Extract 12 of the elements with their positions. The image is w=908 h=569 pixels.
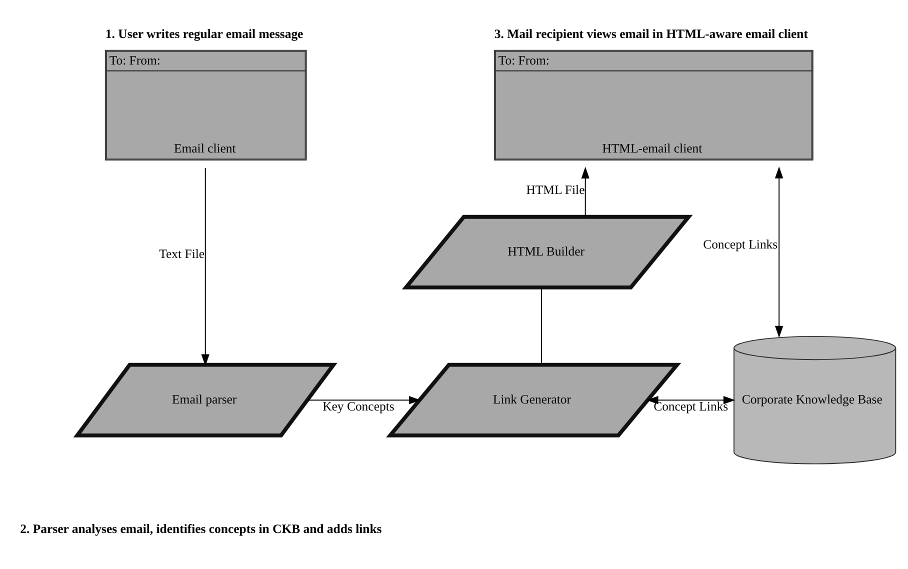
label: 2. Parser analyses email, identifies concepts in CKB and adds links — [20, 522, 382, 536]
edge-label: Concept Links — [703, 238, 778, 252]
arrow — [774, 166, 784, 338]
node-label: 1. User writes regular email message — [105, 26, 304, 41]
edge-label: HTML File — [526, 182, 585, 197]
arrow — [306, 396, 421, 404]
arrow — [646, 396, 736, 404]
node-label: 3. Mail recipient views email in HTML-aware email client — [494, 26, 808, 41]
connector — [541, 287, 542, 366]
arrow — [201, 168, 210, 366]
arrow — [581, 166, 590, 218]
edge-label: Text File — [159, 246, 205, 261]
